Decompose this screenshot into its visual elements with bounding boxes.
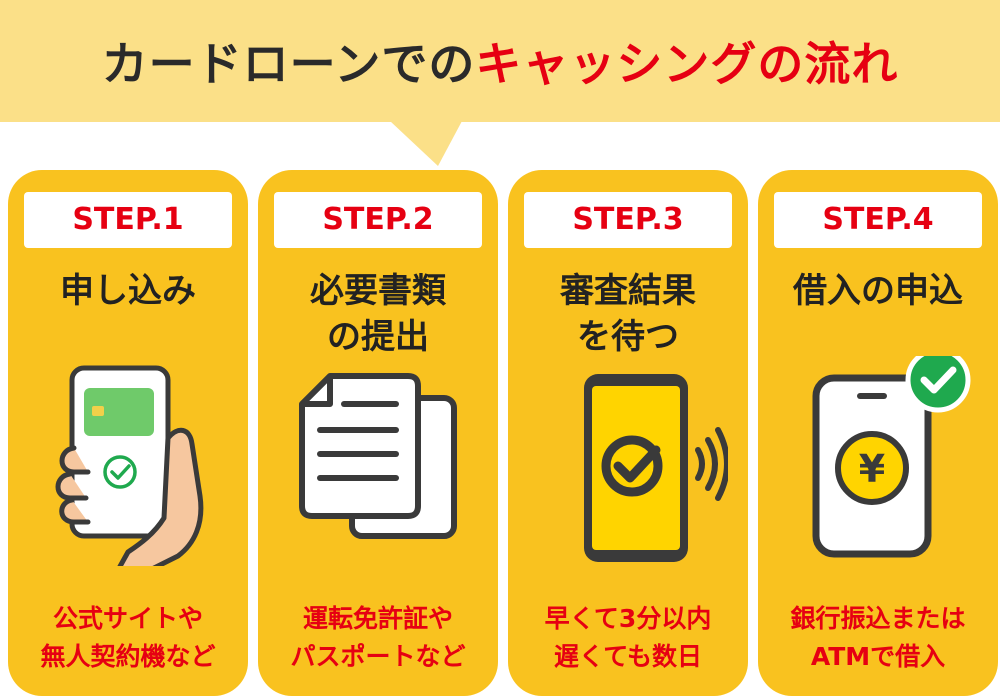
title-main: カードローンでの	[101, 37, 476, 91]
title-accent: キャッシングの流れ	[475, 37, 899, 91]
step-label: STEP.2	[274, 192, 482, 248]
page-title: カードローンでのキャッシングの流れ	[0, 28, 1000, 94]
svg-text:¥: ¥	[859, 447, 885, 491]
step-label: STEP.3	[524, 192, 732, 248]
smartphone-in-hand-with-check-icon	[28, 356, 228, 573]
header-banner	[0, 0, 1000, 122]
phone-check-notification-icon	[528, 356, 730, 566]
step-card-1: STEP.1 申し込み 公式サイトや 無人契約機など	[8, 170, 248, 696]
step-description: 公式サイトや 無人契約機など	[40, 604, 216, 671]
step-title: 審査結果 を待つ	[560, 271, 696, 357]
step-description: 早くて3分以内 遅くても数日	[544, 604, 712, 671]
step-card-3: STEP.3 審査結果 を待つ 早くて3分以内 遅くても数日	[508, 170, 748, 696]
step-card-4: STEP.4 借入の申込 ¥ 銀行振込または ATMで借入	[758, 170, 998, 696]
step-label: STEP.1	[24, 192, 232, 248]
step-description: 銀行振込または ATMで借入	[790, 604, 966, 671]
documents-icon	[278, 356, 478, 566]
phone-yen-coin-check-icon: ¥	[778, 347, 978, 566]
step-label: STEP.4	[774, 192, 982, 248]
step-title: 借入の申込	[793, 271, 963, 311]
step-title: 申し込み	[60, 271, 196, 311]
step-title: 必要書類 の提出	[310, 271, 446, 357]
step-description: 運転免許証や パスポートなど	[290, 604, 466, 671]
step-card-2: STEP.2 必要書類 の提出 運転免許証や パスポートなど	[258, 170, 498, 696]
